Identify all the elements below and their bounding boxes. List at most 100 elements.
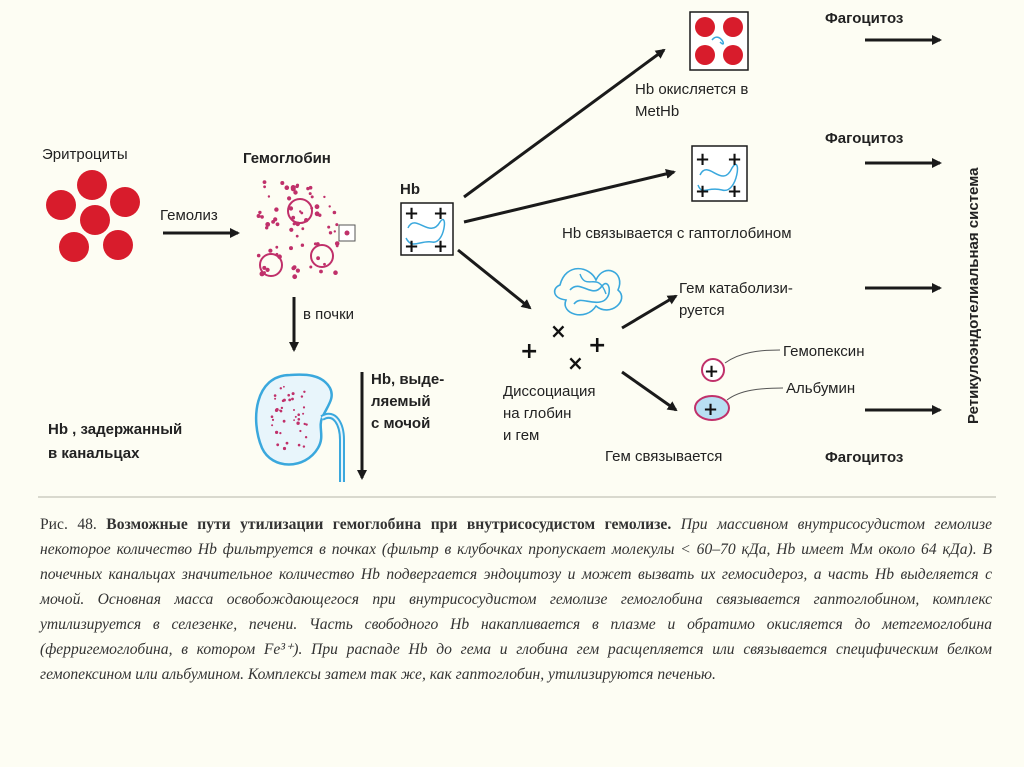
kidney-dot [288, 398, 292, 402]
hemoglobin-dot [328, 231, 333, 235]
hemoglobin-dot [309, 265, 313, 269]
hemoglobin-dot [262, 271, 266, 275]
hemoglobin-dot [314, 211, 320, 217]
hemoglobin-dot [306, 186, 310, 191]
kidney-dot [291, 392, 295, 396]
kidney-dot [293, 419, 295, 421]
plus-icon: + [727, 181, 742, 202]
hemoglobin-dot [328, 205, 331, 208]
hemoglobin-utilization-diagram: Эритроциты Гемолиз Гемоглобин в почки Hb… [38, 10, 996, 498]
oxidation-arrow [463, 48, 666, 199]
hemoglobin-dot [284, 185, 290, 190]
heme-red [723, 17, 743, 37]
kidney-dot [300, 395, 304, 398]
hemoglobin-dot [291, 266, 296, 271]
dissociation-label: Диссоциация [503, 383, 595, 400]
hemoglobin-dot [288, 206, 294, 211]
hemoglobin-dot [308, 185, 313, 190]
hemoglobin-dot [291, 215, 296, 220]
dissociation-label-3: и гем [503, 427, 539, 444]
hemoglobin-dot [327, 225, 331, 229]
hemoglobin-dot [323, 195, 326, 199]
hemoglobin-dot [295, 221, 301, 227]
hemoglobin-dot [295, 184, 299, 189]
hemoglobin-dot [258, 210, 262, 215]
hemoglobin-dot [275, 222, 280, 227]
kidney-dot [279, 432, 282, 435]
hb-urine-label: Hb, выде- [371, 371, 444, 388]
hb-haptoglobin-label: Hb связывается с гаптоглобином [562, 225, 792, 242]
methb-chain [711, 36, 724, 45]
kidney-dot [302, 445, 306, 448]
hemoglobin-dot [313, 242, 317, 246]
hemoglobin-dot [260, 215, 264, 219]
hemoglobin-dot [265, 222, 271, 227]
plus-icon: + [727, 149, 742, 170]
kidney-dot [299, 429, 302, 433]
albumin-shape [694, 395, 730, 421]
kidney-dot [293, 409, 295, 411]
hemoglobin-dot [275, 252, 279, 256]
to-kidneys-label: в почки [303, 306, 354, 323]
kidney-dot [297, 443, 301, 447]
caption-title: Возможные пути утилизации гемоглобина пр… [106, 516, 672, 533]
hemoglobin-dot [263, 185, 266, 189]
hemoglobin-dot [280, 181, 285, 185]
cross-icon: × [550, 319, 567, 343]
phagocytosis-label: Фагоцитоз [825, 10, 903, 27]
hemoglobin-dot [315, 242, 320, 246]
albumin-leader [726, 387, 784, 401]
hemoglobin-dot [295, 234, 299, 238]
dissociation-label-2: на глобин [503, 405, 571, 422]
hemoglobin-dot [265, 267, 270, 272]
kidney-dot [302, 406, 306, 409]
hemoglobin-dot [335, 223, 339, 227]
erythrocyte [110, 187, 140, 217]
binding-arrow [621, 370, 678, 412]
hb-oxidized-label: Hb окисляется в [635, 81, 748, 98]
hb-haptoglobin-complex: + + + + [691, 145, 748, 202]
methb-molecule [689, 11, 749, 71]
kidney-speckles [270, 385, 308, 451]
hemoglobin-dot [333, 230, 336, 233]
kidney-dot [296, 421, 300, 425]
heme-red [695, 45, 715, 65]
heme-red [695, 17, 715, 37]
phagocytosis-label-2: Фагоцитоз [825, 130, 903, 147]
kidney-dot [305, 423, 308, 426]
erythrocyte [77, 170, 107, 200]
kidney-dot [275, 408, 279, 412]
erythrocytes-label: Эритроциты [42, 146, 128, 163]
plus-icon: + [704, 361, 719, 382]
kidney-dot [275, 430, 279, 434]
hb-oxidized-label-2: MetHb [635, 103, 679, 120]
erythrocyte [80, 205, 110, 235]
hb-chain [405, 218, 446, 245]
globin-strand [579, 273, 607, 295]
hemoglobin-dot [308, 192, 312, 196]
kidney-dot [282, 446, 287, 451]
kidney-dot [273, 394, 277, 397]
phagocytosis-label-3: Фагоцитоз [825, 449, 903, 466]
hb-retained-label-2: в канальцах [48, 445, 140, 462]
kidney-dot [285, 441, 289, 445]
hemoglobin-dot [304, 218, 309, 223]
plus-icon: + [703, 399, 718, 420]
kidney-dot [281, 399, 285, 403]
hb-urine-label-3: с мочой [371, 415, 430, 432]
hemoglobin-dot [256, 214, 261, 218]
kidney-dot [274, 397, 277, 400]
hb-urine-label-2: ляемый [371, 393, 431, 410]
hemoglobin-dot [334, 241, 340, 246]
catabolism-arrow [621, 294, 678, 330]
hemoglobin-dot [256, 253, 261, 258]
hemoglobin-dot [289, 227, 294, 232]
ghost-cell [287, 198, 313, 224]
kidney-dot [280, 406, 284, 410]
caption-number: Рис. 48. [40, 516, 97, 533]
hemoglobin-dot [267, 195, 271, 198]
plus-icon: + [588, 333, 606, 358]
kidney-dot [302, 412, 305, 415]
hemopexin-shape [701, 358, 725, 382]
hemoglobin-dot [299, 210, 302, 213]
